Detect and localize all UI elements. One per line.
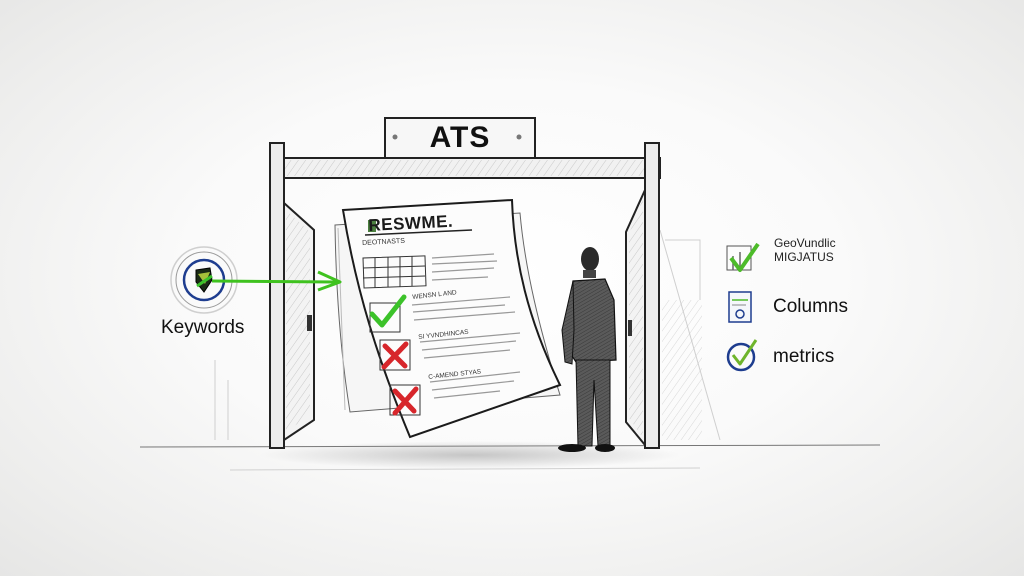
circle-check-icon (726, 339, 758, 372)
resume-document (341, 198, 562, 439)
ats-gate (269, 117, 661, 449)
legend-label-metrics: metrics (773, 346, 835, 367)
ground (139, 441, 881, 471)
cross-icon (389, 384, 421, 416)
left-door (283, 200, 315, 442)
resume-table (362, 255, 427, 289)
check-icon (369, 294, 407, 333)
cross-icon (379, 339, 411, 371)
right-door (625, 189, 646, 448)
resume-text-lines (411, 253, 521, 399)
legend-label-geovundlic: GeoVundlic MIGJATUS (774, 236, 836, 264)
green-arrow (211, 270, 342, 292)
keywords-label: Keywords (161, 317, 245, 338)
man-in-suit (558, 247, 617, 452)
ats-sign: ATS (429, 121, 491, 154)
legend-label-columns: Columns (773, 296, 848, 317)
document-columns-icon (728, 291, 752, 323)
chart-check-icon (726, 242, 760, 272)
background-sketch-lines (214, 229, 721, 441)
